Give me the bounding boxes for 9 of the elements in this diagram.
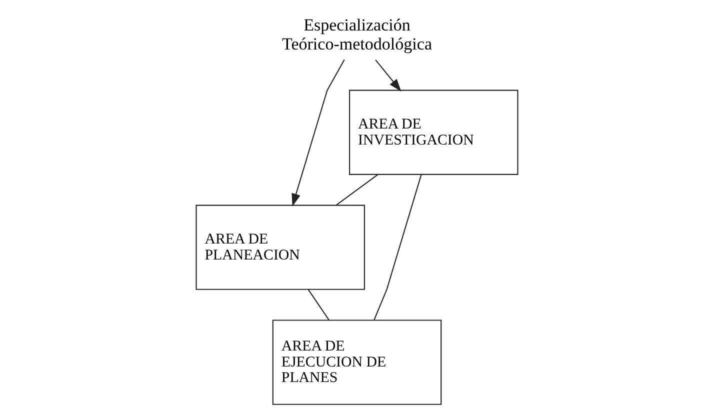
arrow bbox=[374, 60, 401, 92]
connector bbox=[336, 174, 378, 206]
arrow bbox=[291, 59, 344, 206]
connector bbox=[307, 289, 329, 320]
node-box: AREA DE INVESTIGACION bbox=[348, 90, 518, 175]
connector bbox=[373, 174, 422, 320]
node-box: AREA DE EJECUCION DE PLANES bbox=[272, 320, 442, 405]
node-text: Especialización Teórico-metodológica bbox=[282, 16, 432, 54]
node-box: AREA DE PLANEACION bbox=[195, 204, 364, 290]
